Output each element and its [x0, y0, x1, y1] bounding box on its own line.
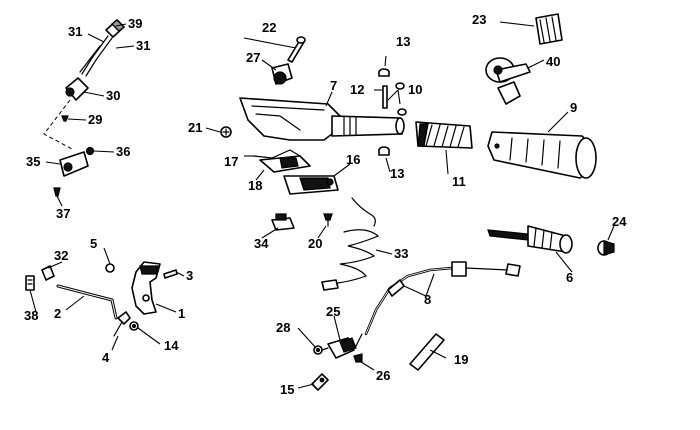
callout-27: 27 — [246, 50, 260, 65]
part-40-throttle-cam — [485, 57, 531, 105]
callout-38: 38 — [24, 308, 38, 323]
part-13-bushing-bottom — [378, 146, 390, 156]
leader-lines — [29, 21, 615, 389]
part-29-screw — [61, 115, 69, 122]
callout-9: 9 — [570, 100, 577, 115]
part-24-cap — [597, 240, 615, 256]
part-21-screw — [220, 126, 232, 138]
part-35-bracket — [59, 151, 89, 177]
callout-21: 21 — [188, 120, 202, 135]
callout-16: 16 — [346, 152, 360, 167]
part-12-pin — [382, 85, 388, 109]
part-2-shift-rod — [56, 284, 118, 320]
callout-29: 29 — [88, 112, 102, 127]
part-34-clip — [271, 213, 295, 231]
callout-20: 20 — [308, 236, 322, 251]
callout-12: 12 — [350, 82, 364, 97]
part-25-link — [321, 337, 357, 359]
callout-32: 32 — [54, 248, 68, 263]
part-19-sleeve — [409, 333, 445, 371]
callout-10: 10 — [408, 82, 422, 97]
callout-15: 15 — [280, 382, 294, 397]
callout-25: 25 — [326, 304, 340, 319]
assembly-line-left — [43, 99, 75, 151]
callout-39: 39 — [128, 16, 142, 31]
part-39-plug — [105, 19, 126, 38]
callout-19: 19 — [454, 352, 468, 367]
callout-31-left: 31 — [68, 24, 82, 39]
part-10-bushing — [395, 82, 407, 116]
callout-13-bottom: 13 — [390, 166, 404, 181]
part-3-pin — [163, 269, 178, 279]
callout-14: 14 — [164, 338, 179, 353]
part-4-bolt — [113, 311, 131, 337]
part-38-clip — [25, 275, 35, 291]
part-17-wire — [253, 149, 301, 159]
part-27-sleeve — [271, 63, 293, 85]
tiller-shaft — [331, 115, 405, 137]
callout-numbers: 39 31 31 30 29 35 36 37 22 27 7 23 40 13… — [24, 12, 627, 397]
callout-28: 28 — [276, 320, 290, 335]
part-36-nut — [85, 146, 95, 156]
callout-33: 33 — [394, 246, 408, 261]
callout-24: 24 — [612, 214, 627, 229]
part-1-shift-lever — [131, 261, 161, 315]
callout-26: 26 — [376, 368, 390, 383]
part-7-tiller-housing — [239, 97, 341, 141]
part-33-lanyard — [321, 197, 380, 291]
part-26-screw — [353, 353, 363, 363]
part-13-bushing-top — [378, 68, 390, 77]
part-31-wires — [79, 35, 113, 77]
callout-30: 30 — [106, 88, 120, 103]
callout-6: 6 — [566, 270, 573, 285]
callout-37: 37 — [56, 206, 70, 221]
callout-40: 40 — [546, 54, 560, 69]
callout-18: 18 — [248, 178, 262, 193]
callout-36: 36 — [116, 144, 130, 159]
part-22-screw — [287, 36, 306, 63]
part-32-clip — [41, 265, 55, 281]
callout-17: 17 — [224, 154, 238, 169]
callout-2: 2 — [54, 306, 61, 321]
callout-35: 35 — [26, 154, 40, 169]
part-16-switch-plate — [283, 175, 339, 195]
part-14-washer — [129, 321, 139, 331]
callout-11: 11 — [452, 174, 466, 189]
callout-3: 3 — [186, 268, 193, 283]
callout-31-right: 31 — [136, 38, 150, 53]
callout-4: 4 — [102, 350, 110, 365]
part-30-connector — [65, 77, 89, 101]
part-18-stop-switch — [259, 155, 311, 173]
callout-5: 5 — [90, 236, 97, 251]
callout-13-top: 13 — [396, 34, 410, 49]
part-8-throttle-cable — [355, 261, 521, 347]
callout-8: 8 — [424, 292, 431, 307]
part-20-screw — [323, 213, 333, 227]
callout-23: 23 — [472, 12, 486, 27]
callout-7: 7 — [330, 78, 337, 93]
part-5-washer — [105, 263, 115, 273]
part-9-grip-cover — [487, 131, 597, 179]
part-23-throttle-ring — [535, 13, 563, 45]
callout-22: 22 — [262, 20, 276, 35]
part-11-twist-grip — [415, 121, 473, 149]
part-37-screw — [53, 187, 61, 197]
callout-1: 1 — [178, 306, 185, 321]
callout-34: 34 — [254, 236, 269, 251]
part-6-shift-cable — [487, 225, 573, 254]
part-15-pin — [311, 373, 329, 391]
